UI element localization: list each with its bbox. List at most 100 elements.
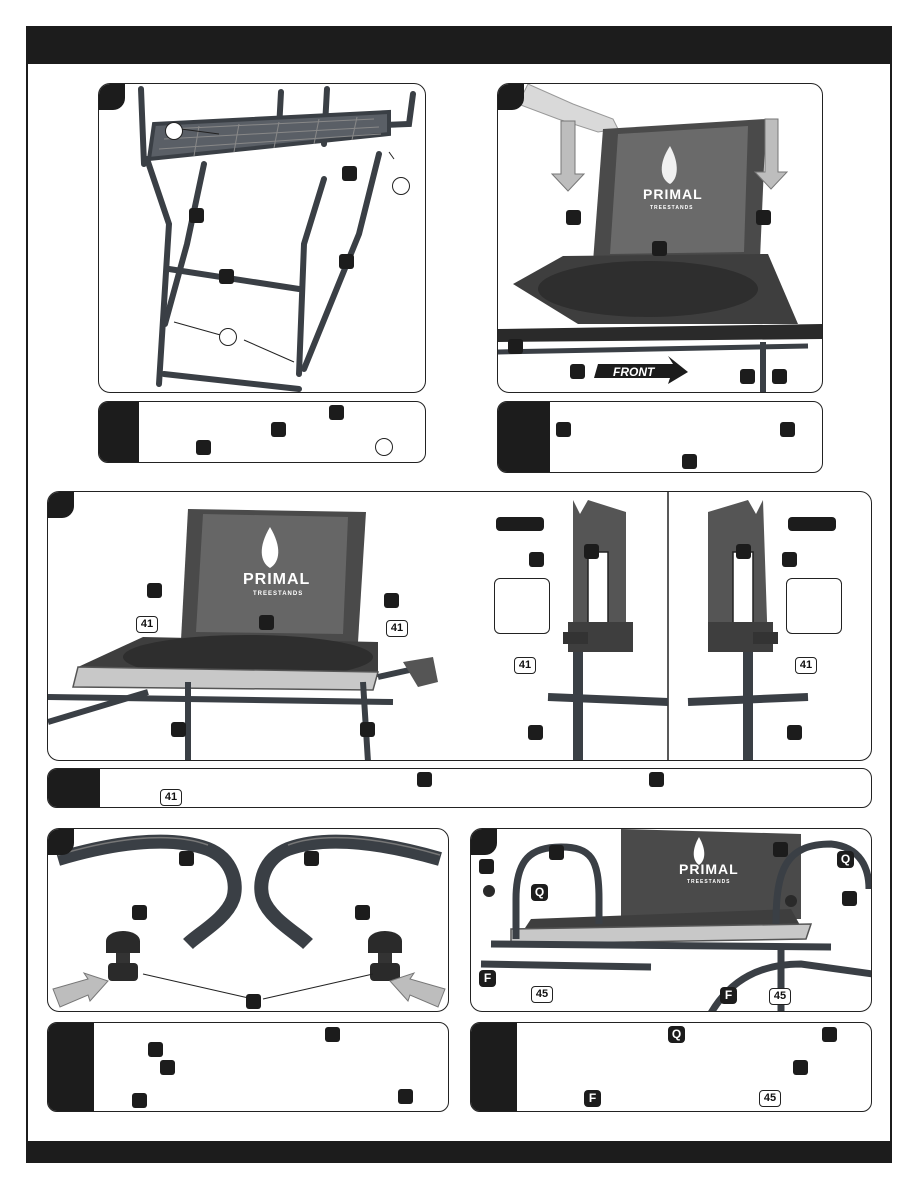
part-marker — [171, 722, 186, 737]
platform-illustration — [138, 86, 416, 392]
seat-install-illustration: PRIMAL TREESTANDS FRONT — [498, 84, 822, 392]
part-marker — [773, 842, 788, 857]
left-border — [26, 64, 28, 1141]
part-marker — [179, 851, 194, 866]
part-marker — [325, 1027, 340, 1042]
part-marker — [304, 851, 319, 866]
caption-tab — [48, 769, 100, 807]
part-marker — [682, 454, 697, 469]
footer-bar — [26, 1141, 892, 1163]
detail-tag-right — [788, 517, 836, 531]
brand-text: PRIMAL — [643, 186, 703, 202]
part-marker — [528, 725, 543, 740]
part-marker — [479, 859, 494, 874]
part-marker — [147, 583, 162, 598]
step-panel-armrest-install: PRIMAL TREESTANDS Q Q F F 45 45 — [470, 828, 872, 1012]
part-marker — [417, 772, 432, 787]
part-marker — [649, 772, 664, 787]
armrest-illustration — [52, 834, 446, 1008]
part-marker — [756, 210, 771, 225]
detail-inset-box — [494, 578, 550, 634]
part-marker — [736, 544, 751, 559]
part-marker — [342, 166, 357, 181]
part-label-41: 41 — [795, 657, 817, 674]
callout-circle — [392, 177, 410, 195]
part-marker — [259, 615, 274, 630]
step-panel-armrests — [47, 828, 449, 1012]
step-caption-armrests — [47, 1022, 449, 1112]
step-tab — [48, 829, 74, 855]
part-marker — [508, 339, 523, 354]
part-marker — [740, 369, 755, 384]
part-marker — [160, 1060, 175, 1075]
brand-subtext: TREESTANDS — [650, 205, 694, 211]
part-label-45: 45 — [769, 988, 791, 1005]
brand-subtext: TREESTANDS — [253, 591, 303, 597]
part-marker — [787, 725, 802, 740]
part-marker — [329, 405, 344, 420]
detail-tag-left — [496, 517, 544, 531]
part-marker — [822, 1027, 837, 1042]
part-marker — [842, 891, 857, 906]
front-arrow-text: FRONT — [613, 365, 656, 379]
armrest-install-illustration: PRIMAL TREESTANDS — [480, 829, 871, 1011]
detail-inset-box — [786, 578, 842, 634]
caption-tab — [99, 402, 139, 462]
step-caption-seat-adjust: 41 — [47, 768, 872, 808]
part-label-F: F — [720, 987, 737, 1004]
step-caption-seat-install — [497, 401, 823, 473]
part-marker — [570, 364, 585, 379]
caption-tab — [48, 1023, 94, 1111]
step-caption-armrest-install: Q F 45 — [470, 1022, 872, 1112]
caption-tab — [498, 402, 550, 472]
part-label-41: 41 — [386, 620, 408, 637]
caption-tab — [471, 1023, 517, 1111]
brand-text: PRIMAL — [243, 571, 310, 588]
part-label-45: 45 — [759, 1090, 781, 1107]
part-label-41: 41 — [160, 789, 182, 806]
part-marker — [584, 544, 599, 559]
brand-subtext: TREESTANDS — [687, 879, 731, 885]
callout-circle — [165, 122, 183, 140]
part-label-Q: Q — [531, 884, 548, 901]
step-panel-platform — [98, 83, 426, 393]
part-label-45: 45 — [531, 986, 553, 1003]
callout-circle — [375, 438, 393, 456]
part-marker — [398, 1089, 413, 1104]
header-bar — [26, 26, 892, 64]
part-label-41: 41 — [136, 616, 158, 633]
part-marker — [148, 1042, 163, 1057]
part-marker — [219, 269, 234, 284]
part-marker — [360, 722, 375, 737]
part-marker — [772, 369, 787, 384]
part-marker — [196, 440, 211, 455]
part-marker — [384, 593, 399, 608]
part-marker — [355, 905, 370, 920]
part-label-41: 41 — [514, 657, 536, 674]
right-border — [890, 64, 892, 1141]
seat-adjust-illustration: PRIMAL TREESTANDS — [48, 492, 809, 760]
part-marker — [793, 1060, 808, 1075]
part-label-F: F — [479, 970, 496, 987]
part-marker — [132, 1093, 147, 1108]
part-marker — [339, 254, 354, 269]
part-marker — [652, 241, 667, 256]
step-panel-seat-adjust: PRIMAL TREESTANDS — [47, 491, 872, 761]
step-tab — [48, 492, 74, 518]
step-tab — [498, 84, 524, 110]
part-marker — [132, 905, 147, 920]
part-marker — [566, 210, 581, 225]
part-marker — [556, 422, 571, 437]
part-marker — [271, 422, 286, 437]
step-tab — [471, 829, 497, 855]
part-marker — [780, 422, 795, 437]
part-marker — [246, 994, 261, 1009]
part-marker — [549, 845, 564, 860]
step-tab — [99, 84, 125, 110]
part-label-Q: Q — [668, 1026, 685, 1043]
part-marker — [529, 552, 544, 567]
part-label-Q: Q — [837, 851, 854, 868]
part-label-F: F — [584, 1090, 601, 1107]
step-panel-seat-install: PRIMAL TREESTANDS FRONT — [497, 83, 823, 393]
part-marker — [782, 552, 797, 567]
